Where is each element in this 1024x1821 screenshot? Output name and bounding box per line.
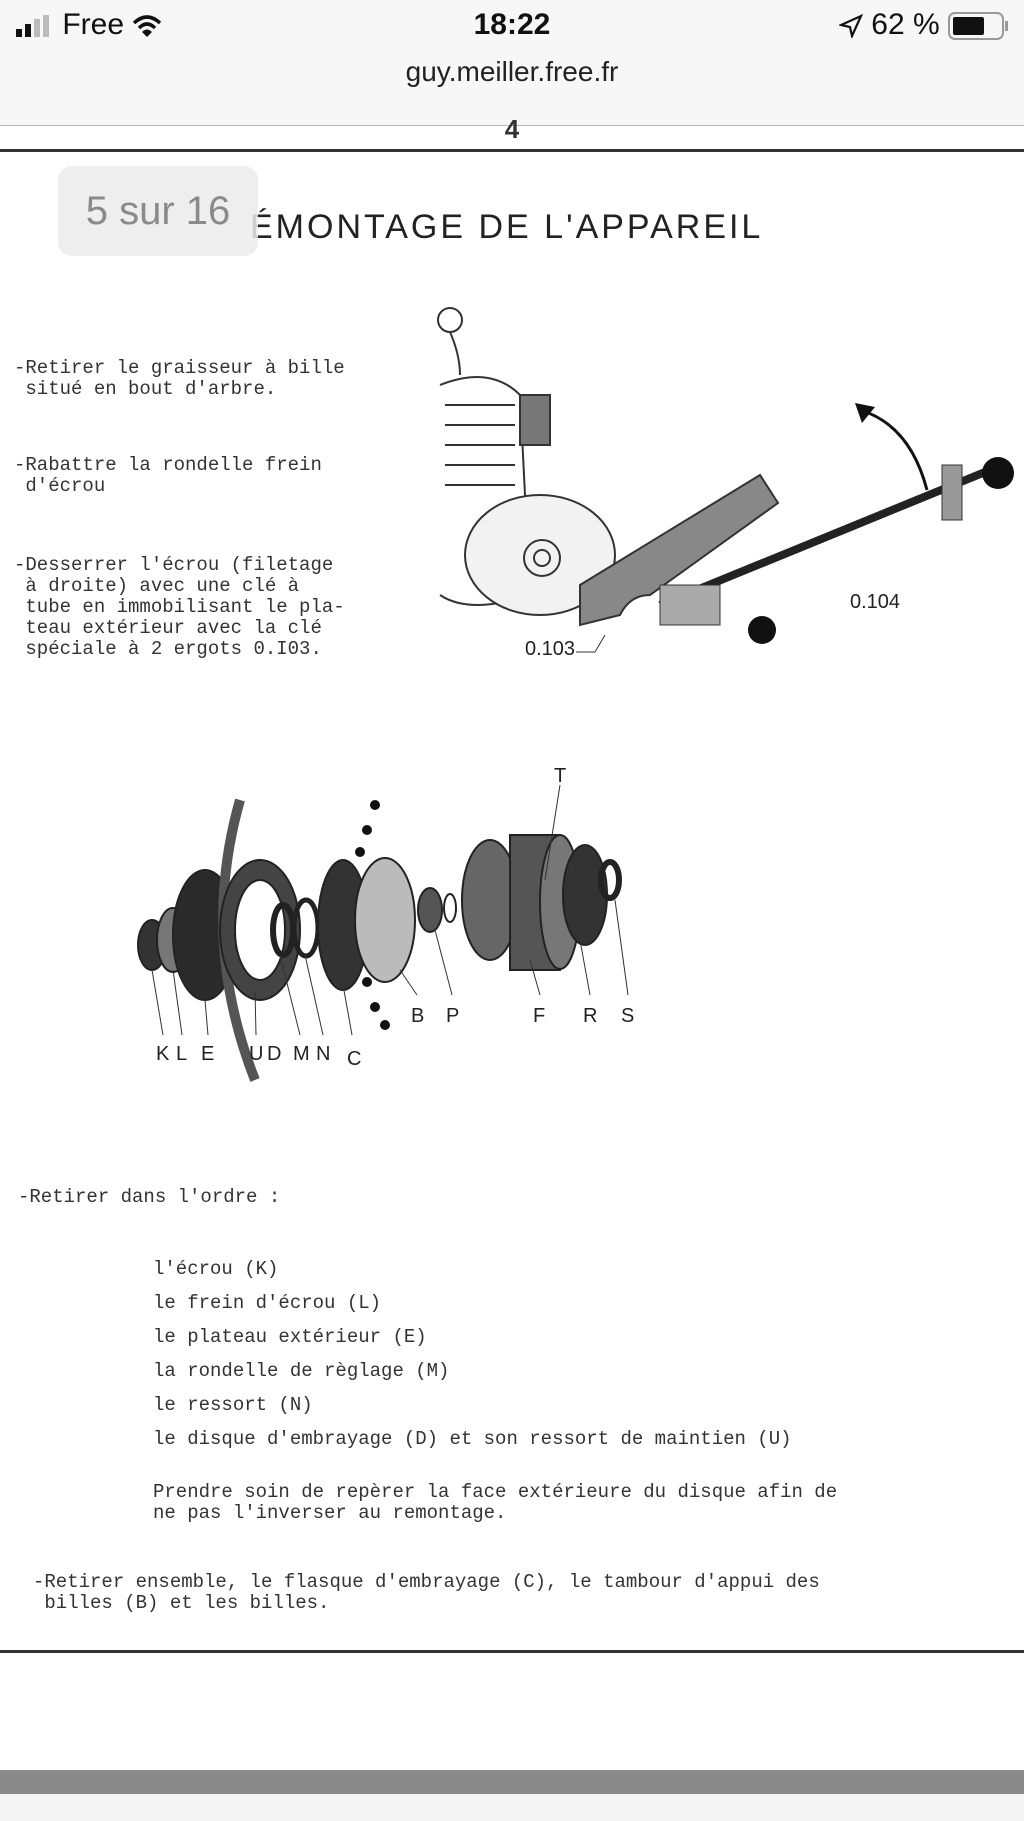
engine-illustration <box>437 307 616 616</box>
carrier-name: Free <box>62 8 125 41</box>
remove-item: le disque d'embrayage (D) et son ressort… <box>153 1428 792 1450</box>
part-b-ball-drum <box>354 857 416 983</box>
battery-icon <box>948 12 1008 41</box>
label-e: E <box>201 1043 214 1065</box>
label-k: K <box>156 1043 170 1065</box>
remove-item: le ressort (N) <box>153 1394 313 1416</box>
step-2: -Rabattre la rondelle frein d'écrou <box>14 454 322 497</box>
wifi-icon <box>133 15 162 38</box>
carrier-group: Free <box>16 8 162 42</box>
battery-percent: 62 % <box>871 8 940 41</box>
remove-item: le frein d'écrou (L) <box>153 1292 382 1314</box>
tube-wrench-0104 <box>658 403 1014 644</box>
page-title: ÉMONTAGE DE L'APPAREIL <box>250 208 764 246</box>
label-n: N <box>316 1043 330 1065</box>
page-number: 4 <box>504 114 520 144</box>
figure-tool-removal: 0.103 0.104 <box>437 307 1014 660</box>
page-indicator: 5 sur 16 <box>58 166 258 256</box>
label-c: C <box>347 1048 361 1070</box>
label-0103: 0.103 <box>525 638 575 660</box>
part-p-washer <box>417 887 443 933</box>
label-b: B <box>411 1005 424 1027</box>
label-p: P <box>446 1005 459 1027</box>
special-key-0103 <box>579 473 780 627</box>
page-separator <box>0 1770 1024 1794</box>
url-bar[interactable]: guy.meiller.free.fr <box>405 56 619 87</box>
browser-top-bar: Free 18:22 62 % guy.meiller.free.fr <box>0 0 1024 126</box>
label-f: F <box>533 1005 545 1027</box>
battery-group: 62 % <box>837 8 1010 42</box>
remove-item: l'écrou (K) <box>153 1258 279 1280</box>
label-r: R <box>583 1005 597 1027</box>
label-d: D <box>267 1043 281 1065</box>
clock: 18:22 <box>473 8 551 41</box>
final-step: -Retirer ensemble, le flasque d'embrayag… <box>33 1571 820 1614</box>
remove-list: l'écrou (K) le frein d'écrou (L) le plat… <box>153 1259 792 1463</box>
part-r-ring <box>562 844 608 946</box>
note: Prendre soin de repèrer la face extérieu… <box>153 1481 838 1524</box>
figure-exploded-clutch: K L E U D M N C B P F R S T <box>137 765 634 1082</box>
location-icon <box>837 13 864 40</box>
balls <box>355 800 390 1030</box>
signal-icon <box>16 15 49 38</box>
remove-item: le plateau extérieur (E) <box>153 1326 427 1348</box>
label-0104: 0.104 <box>850 591 900 613</box>
bottom-rule <box>0 1650 1024 1653</box>
step-3: -Desserrer l'écrou (filetage à droite) a… <box>14 554 345 660</box>
label-s: S <box>621 1005 634 1027</box>
step-1: -Retirer le graisseur à bille situé en b… <box>14 357 345 400</box>
label-l: L <box>176 1043 187 1065</box>
top-rule <box>0 149 1024 152</box>
label-m: M <box>293 1043 310 1065</box>
label-t: T <box>554 765 566 787</box>
remove-item: la rondelle de règlage (M) <box>153 1360 450 1382</box>
next-page-edge <box>0 1794 1024 1821</box>
part-s-washer <box>598 859 622 901</box>
remove-intro: -Retirer dans l'ordre : <box>18 1186 281 1208</box>
label-u: U <box>249 1043 263 1065</box>
